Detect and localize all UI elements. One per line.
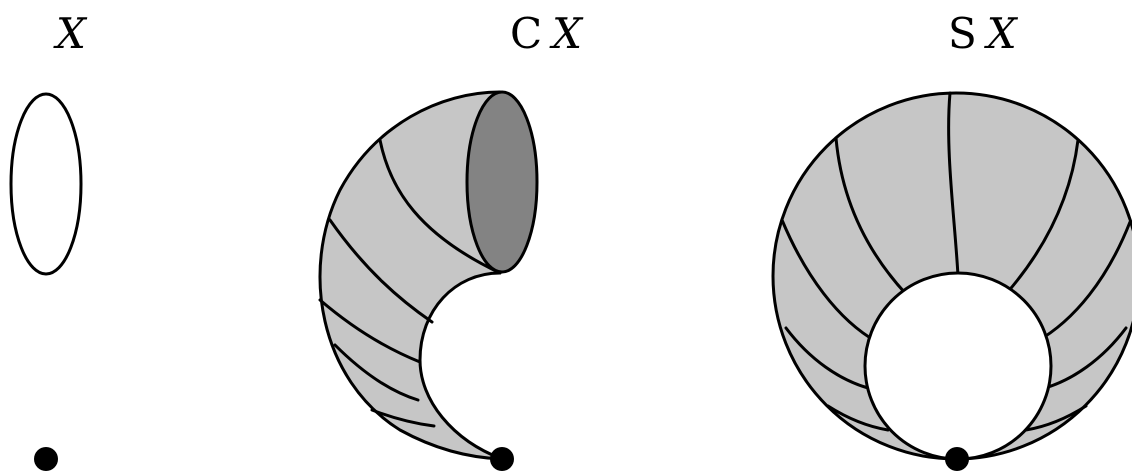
cone-ruling-line-2	[328, 218, 434, 324]
suspension-meridian-7	[1043, 326, 1128, 390]
suspension-meridian-8	[826, 404, 890, 432]
cone-surface	[318, 90, 504, 461]
suspension-pole-dot	[945, 447, 969, 471]
suspension-meridian-5	[1034, 220, 1132, 344]
suspension-inner-circle	[863, 271, 1053, 461]
cone-ruling-line-1	[378, 138, 502, 275]
label-x: X	[53, 9, 88, 58]
cone-apex-dot	[490, 447, 514, 471]
cone-ruling-line-3	[318, 298, 422, 364]
label-cone-x: X	[549, 9, 584, 58]
label-x-text: X	[53, 9, 88, 58]
suspension-meridian-1	[947, 91, 960, 278]
suspension-meridian-6	[784, 326, 870, 390]
basepoint-dot	[34, 447, 58, 471]
suspension-meridian-9	[1024, 404, 1088, 432]
suspension-meridian-3	[1004, 138, 1080, 296]
cone-ruling-line-4	[333, 343, 420, 402]
suspension-meridian-2	[834, 136, 908, 296]
label-suspension-prefix: S	[948, 9, 977, 58]
cone-opening-ellipse	[465, 90, 539, 274]
label-suspension-x: X	[984, 9, 1019, 58]
circle-x-ellipse	[9, 92, 83, 276]
cone-ruling-line-5	[370, 408, 436, 428]
space-x-panel: X	[9, 9, 88, 471]
label-cone-prefix: C	[510, 9, 542, 58]
suspension-meridian-4	[780, 218, 879, 344]
